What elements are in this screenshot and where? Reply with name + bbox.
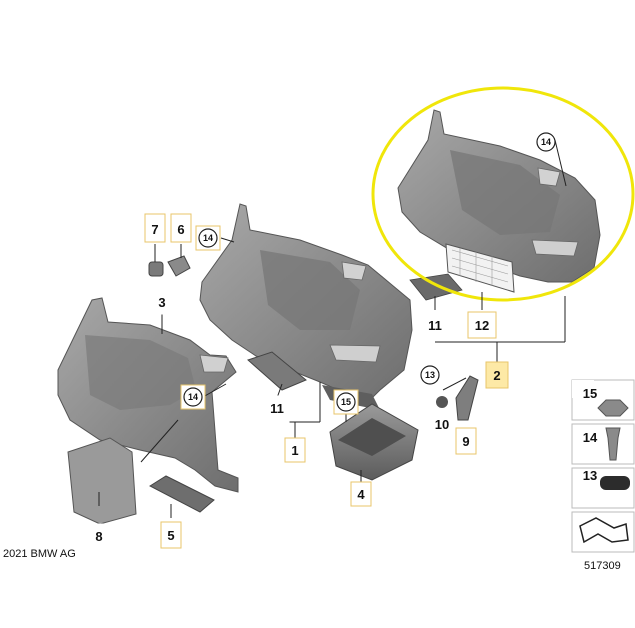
svg-text:2: 2 — [493, 368, 500, 383]
svg-text:13: 13 — [583, 468, 597, 483]
grommet-icon — [600, 476, 630, 490]
nut-icon — [597, 399, 629, 417]
svg-text:12: 12 — [475, 318, 489, 333]
callout-4: 4 — [350, 481, 372, 507]
svg-text:6: 6 — [177, 222, 184, 237]
callout-9: 9 — [455, 427, 477, 455]
svg-text:3: 3 — [158, 295, 165, 310]
callout-14-top-right: 14 — [536, 132, 556, 152]
callout-2: 2 — [485, 361, 509, 389]
legend-item-14: 14 — [571, 423, 635, 465]
svg-text:14: 14 — [203, 233, 213, 243]
callout-12: 12 — [467, 311, 497, 339]
svg-text:14: 14 — [583, 430, 598, 445]
callout-11-left: 11 — [264, 395, 290, 423]
legend-item-15: 15 — [571, 379, 635, 421]
svg-text:15: 15 — [341, 397, 351, 407]
svg-text:14: 14 — [541, 137, 551, 147]
callout-8: 8 — [88, 523, 110, 549]
callout-13: 13 — [420, 365, 440, 385]
legend-panel: 15 14 13 — [571, 379, 635, 553]
svg-text:9: 9 — [462, 434, 469, 449]
diagram-number: 517309 — [584, 560, 621, 572]
direction-arrow-icon — [579, 517, 629, 544]
callout-1: 1 — [284, 437, 306, 463]
bracket-part-9 — [455, 375, 479, 421]
callout-3: 3 — [151, 289, 173, 315]
callout-5: 5 — [160, 521, 182, 549]
svg-text:11: 11 — [270, 401, 284, 416]
svg-text:10: 10 — [435, 417, 449, 432]
svg-text:1: 1 — [291, 443, 298, 458]
callout-14-middle: 14 — [195, 225, 221, 251]
leader-lines — [98, 139, 567, 518]
push-clip-icon — [605, 427, 621, 461]
callout-15: 15 — [333, 389, 359, 415]
copyright-text: 2021 BMW AG — [3, 548, 76, 560]
side-trim-panel-middle — [199, 203, 413, 410]
cover-part-8 — [67, 437, 137, 525]
callout-6: 6 — [170, 213, 192, 243]
clip-part-7 — [148, 261, 164, 277]
highlight-ellipse — [371, 86, 635, 302]
cover-part-11-left — [247, 351, 307, 391]
callout-10: 10 — [427, 411, 457, 437]
bracket-part-5 — [148, 475, 215, 513]
side-trim-panel-left — [57, 297, 239, 493]
svg-text:8: 8 — [95, 529, 102, 544]
svg-text:14: 14 — [188, 392, 198, 402]
svg-text:7: 7 — [151, 222, 158, 237]
callout-11-right: 11 — [422, 311, 448, 339]
svg-text:4: 4 — [357, 487, 365, 502]
grommet-part-10 — [436, 396, 448, 408]
svg-text:15: 15 — [583, 386, 597, 401]
legend-direction-arrow — [571, 511, 635, 553]
svg-text:13: 13 — [425, 370, 435, 380]
svg-text:11: 11 — [428, 318, 442, 333]
callout-14-left: 14 — [180, 384, 206, 410]
svg-text:5: 5 — [167, 528, 174, 543]
callout-7: 7 — [144, 213, 166, 243]
legend-item-13: 13 — [571, 467, 635, 509]
side-trim-panel-right — [397, 109, 601, 301]
storage-box-4 — [329, 403, 419, 481]
clip-part-6 — [167, 255, 191, 277]
